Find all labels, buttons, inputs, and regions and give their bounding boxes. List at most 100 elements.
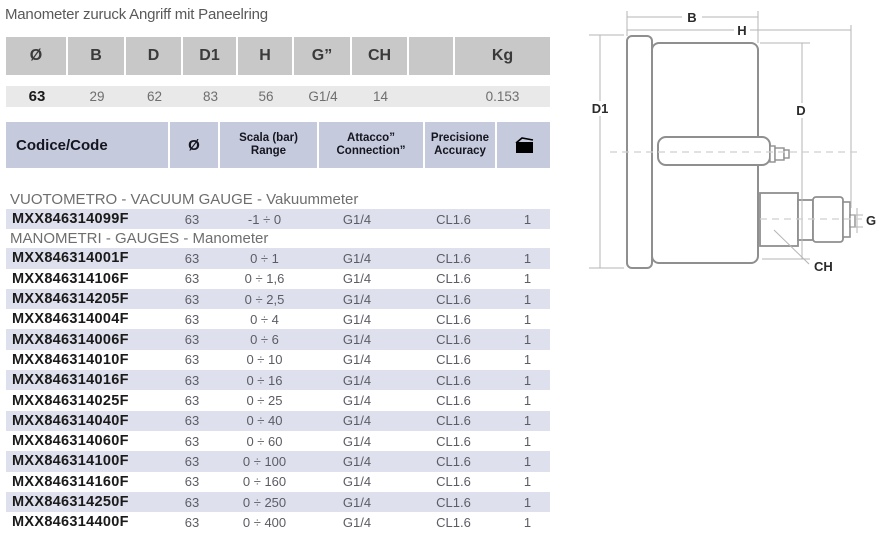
product-qty: 1 bbox=[523, 332, 532, 348]
product-qty: 1 bbox=[523, 311, 532, 327]
product-qty: 1 bbox=[523, 250, 532, 266]
product-accuracy: CL1.6 bbox=[436, 393, 471, 409]
product-connection: G1/4 bbox=[342, 311, 372, 327]
dims-col-kg: Kg bbox=[455, 37, 550, 75]
product-diameter: 63 bbox=[184, 211, 200, 227]
product-diameter: 63 bbox=[184, 372, 200, 388]
gauge-bracket bbox=[657, 136, 771, 166]
product-qty: 1 bbox=[523, 352, 532, 368]
product-connection: G1/4 bbox=[342, 453, 372, 469]
product-qty: 1 bbox=[523, 393, 532, 409]
product-range: 0 ÷ 400 bbox=[242, 514, 287, 530]
product-range: 0 ÷ 6 bbox=[250, 332, 279, 348]
product-accuracy: CL1.6 bbox=[436, 453, 471, 469]
product-connection: G1/4 bbox=[342, 332, 372, 348]
product-diameter: 63 bbox=[184, 250, 200, 266]
product-range: 0 ÷ 1,6 bbox=[244, 271, 285, 287]
dims-val-kg: 0.153 bbox=[485, 89, 520, 104]
product-connection: G1/4 bbox=[342, 352, 372, 368]
product-accuracy: CL1.6 bbox=[436, 311, 471, 327]
product-diameter: 63 bbox=[184, 514, 200, 530]
product-accuracy: CL1.6 bbox=[436, 494, 471, 510]
accuracy-label-line2: Accuracy bbox=[434, 145, 486, 157]
product-qty: 1 bbox=[523, 291, 532, 307]
product-code: MXX846314100F bbox=[12, 453, 129, 470]
product-connection: G1/4 bbox=[342, 291, 372, 307]
product-qty: 1 bbox=[523, 413, 532, 429]
table-row: MXX846314205F 63 0 ÷ 2,5 G1/4 CL1.6 1 bbox=[6, 288, 550, 310]
product-range: -1 ÷ 0 bbox=[247, 211, 282, 227]
product-range: 0 ÷ 16 bbox=[246, 372, 283, 388]
dim-label-h: H bbox=[737, 23, 746, 38]
dims-val-diameter: 63 bbox=[28, 88, 46, 105]
product-diameter: 63 bbox=[184, 474, 200, 490]
product-qty: 1 bbox=[523, 433, 532, 449]
product-range: 0 ÷ 2,5 bbox=[244, 291, 285, 307]
connection-thread-tip bbox=[849, 214, 856, 228]
product-range: 0 ÷ 10 bbox=[246, 352, 283, 368]
prod-col-scale: Scala (bar) Range bbox=[220, 122, 317, 168]
product-connection: G1/4 bbox=[342, 393, 372, 409]
product-connection: G1/4 bbox=[342, 413, 372, 429]
product-qty: 1 bbox=[523, 271, 532, 287]
dims-val-h: 56 bbox=[258, 89, 274, 104]
product-accuracy: CL1.6 bbox=[436, 250, 471, 266]
dimensions-table-values: 63 29 62 83 56 G1/4 14 0.153 bbox=[6, 86, 550, 107]
prod-col-diameter: Ø bbox=[170, 122, 218, 168]
product-connection: G1/4 bbox=[342, 250, 372, 266]
ch-leader-line bbox=[773, 229, 810, 265]
product-accuracy: CL1.6 bbox=[436, 514, 471, 530]
scale-label-line2: Range bbox=[250, 145, 287, 157]
product-accuracy: CL1.6 bbox=[436, 291, 471, 307]
product-code: MXX846314006F bbox=[12, 331, 129, 348]
product-diameter: 63 bbox=[184, 291, 200, 307]
dimension-labels: B H D1 D G CH bbox=[592, 10, 876, 274]
product-code: MXX846314001F bbox=[12, 250, 129, 267]
prod-col-code: Codice/Code bbox=[6, 122, 168, 168]
product-diameter: 63 bbox=[184, 494, 200, 510]
dim-label-d1: D1 bbox=[592, 101, 609, 116]
product-range: 0 ÷ 1 bbox=[250, 250, 279, 266]
product-code: MXX846314160F bbox=[12, 473, 129, 490]
product-accuracy: CL1.6 bbox=[436, 271, 471, 287]
dims-val-g: G1/4 bbox=[308, 89, 338, 104]
connection-label-line1: Attacco” bbox=[347, 132, 395, 144]
dims-val-d1: 83 bbox=[202, 89, 219, 104]
centerlines bbox=[610, 151, 862, 220]
dims-col-d: D bbox=[126, 37, 181, 75]
product-code: MXX846314205F bbox=[12, 291, 129, 308]
product-qty: 1 bbox=[523, 514, 532, 530]
product-accuracy: CL1.6 bbox=[436, 211, 471, 227]
product-code: MXX846314106F bbox=[12, 270, 129, 287]
dims-val-empty bbox=[409, 86, 455, 107]
prod-col-connection: Attacco” Connection” bbox=[319, 122, 423, 168]
dims-col-h: H bbox=[238, 37, 292, 75]
dims-col-g: G” bbox=[294, 37, 350, 75]
product-qty: 1 bbox=[523, 474, 532, 490]
product-code: MXX846314016F bbox=[12, 372, 129, 389]
product-connection: G1/4 bbox=[342, 514, 372, 530]
product-range: 0 ÷ 160 bbox=[242, 474, 287, 490]
product-range: 0 ÷ 4 bbox=[250, 311, 279, 327]
product-qty: 1 bbox=[523, 211, 532, 227]
dimension-lines bbox=[589, 11, 863, 269]
product-code: MXX846314060F bbox=[12, 433, 129, 450]
product-code: MXX846314004F bbox=[12, 311, 129, 328]
product-accuracy: CL1.6 bbox=[436, 413, 471, 429]
product-diameter: 63 bbox=[184, 271, 200, 287]
product-qty: 1 bbox=[523, 453, 532, 469]
product-diameter: 63 bbox=[184, 352, 200, 368]
product-diameter: 63 bbox=[184, 332, 200, 348]
